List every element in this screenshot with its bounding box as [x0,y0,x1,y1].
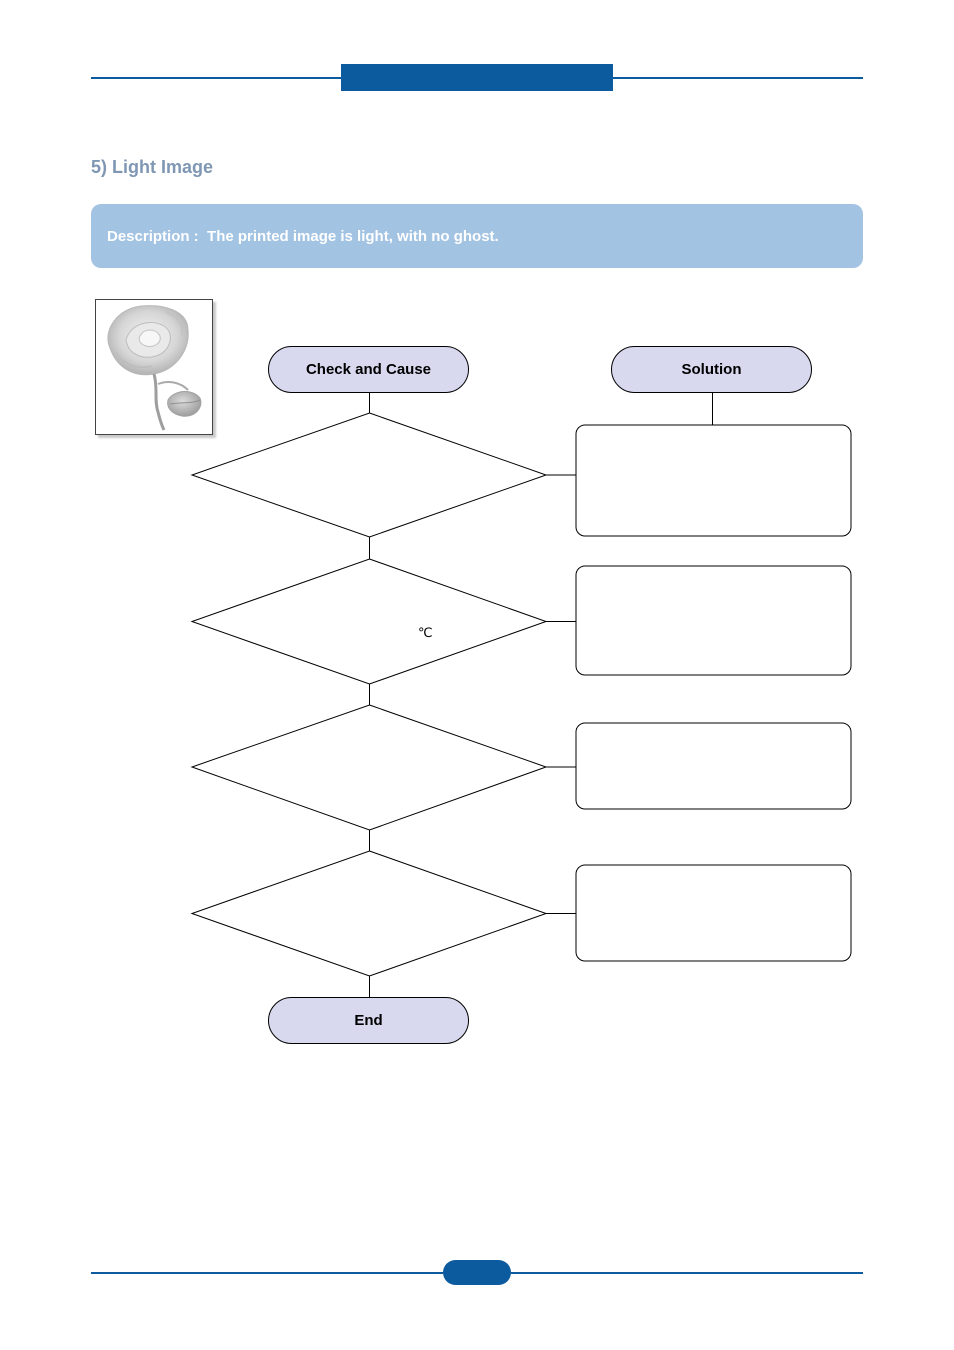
decision-diamond-1 [190,412,548,538]
description-label: Description : [107,227,199,245]
description-box: Description : The printed image is light… [91,204,863,268]
end-terminator: End [268,997,469,1044]
solution-box-1 [575,424,852,537]
header-rule-right [613,77,863,79]
solution-box-2 [575,565,852,676]
solution-box-3 [575,722,852,810]
section-title: 5) Light Image [91,157,214,177]
decision-diamond-4 [190,850,548,977]
decision-diamond-3 [190,704,548,831]
diamond-2-degree-symbol: ℃ [418,625,433,640]
page-number-badge [443,1260,511,1285]
header-bar [341,64,613,91]
rose-sample-icon [107,305,202,431]
solution-box-4 [575,864,852,962]
footer-rule-right [511,1272,863,1274]
footer-rule-left [91,1272,443,1274]
sample-image-thumbnail [95,299,213,435]
header-rule-left [91,77,341,79]
check-and-cause-header: Check and Cause [268,346,469,393]
description-text: The printed image is light, with no ghos… [207,227,499,245]
solution-header: Solution [611,346,812,393]
decision-diamond-2 [190,558,548,685]
